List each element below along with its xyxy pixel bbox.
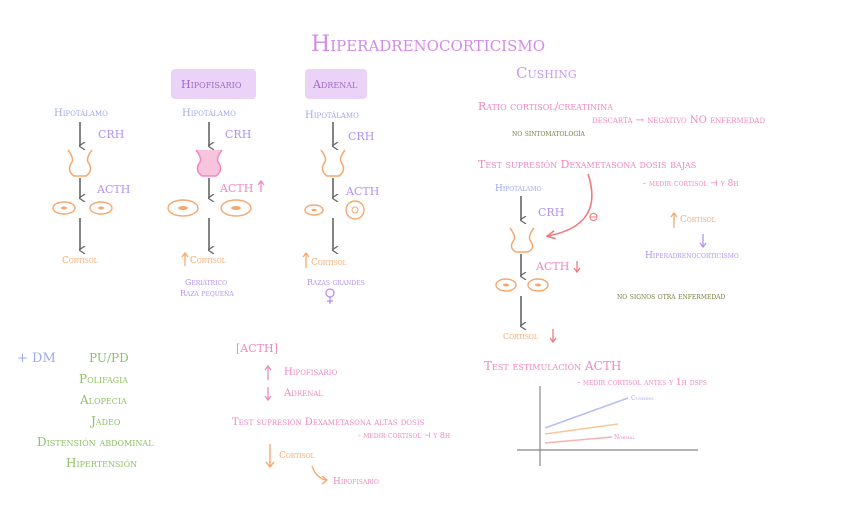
acth-section-heading: [ACTH] bbox=[236, 342, 278, 355]
sign-pu-pd: PU/PD bbox=[89, 351, 129, 365]
female-symbol-icon bbox=[325, 288, 335, 304]
adrenal-pituitary-icon bbox=[320, 149, 346, 177]
acth-stim-test-label: Test estimulación ACTH bbox=[484, 359, 622, 373]
ratio-note-label: no sintomatología bbox=[512, 129, 585, 138]
adrenal-header: Adrenal bbox=[313, 78, 358, 91]
normal-pituitary-icon bbox=[67, 149, 93, 177]
acth-stim-measure-label: - medir cortisol antes y 1h dsps bbox=[577, 378, 707, 388]
normal-crh-label: CRH bbox=[98, 128, 125, 141]
low-dose-measure-label: - medir cortisol ⊣ y 8h bbox=[643, 179, 739, 189]
hipofisario-note-line2: Raza pequeña bbox=[180, 289, 234, 298]
feedback-inhibition-arrow bbox=[548, 173, 593, 236]
page-title: Hiperadrenocorticismo bbox=[311, 32, 546, 57]
dm-label: + DM bbox=[17, 351, 56, 366]
low-dose-pituitary-icon bbox=[509, 227, 535, 253]
hipofisario-cortisol-label: Cortisol bbox=[190, 256, 226, 266]
ratio-result-label: descarta → negativo NO enfermedad bbox=[592, 115, 766, 126]
adrenal-header-box bbox=[305, 69, 367, 99]
adrenal-adrenal-icon bbox=[304, 200, 365, 220]
sign-polifagia: Polifagia bbox=[79, 372, 129, 386]
low-dose-result-disease: Hiperadrenocorticismo bbox=[645, 251, 739, 261]
hipofisario-adrenal-icon bbox=[167, 199, 252, 217]
sign-alopecia: Alopecia bbox=[80, 393, 127, 407]
adrenal-note: Razas grandes bbox=[307, 278, 365, 287]
hipofisario-crh-label: CRH bbox=[225, 128, 252, 141]
low-dose-crh-label: CRH bbox=[538, 206, 565, 219]
hipofisario-header: Hipofisario bbox=[181, 78, 242, 91]
hipofisario-pituitary-icon bbox=[195, 149, 223, 177]
sign-hipertension: Hipertensión bbox=[66, 456, 138, 470]
high-dose-cortisol-label: Cortisol bbox=[279, 451, 315, 461]
small-arrows bbox=[181, 179, 707, 485]
acth-down-label: Adrenal bbox=[284, 388, 324, 399]
adrenal-crh-label: CRH bbox=[348, 130, 375, 143]
ratio-test-label: Ratio cortisol/creatinina bbox=[478, 100, 614, 113]
graph-label-top: Cushing bbox=[631, 395, 654, 402]
high-dose-test-label: Test supresión Dexametasona altas dosis bbox=[232, 417, 425, 428]
adrenal-cortisol-label: Cortisol bbox=[311, 258, 347, 268]
hipofisario-hypothalamus-label: Hipotálamo bbox=[182, 108, 236, 119]
acth-up-label: Hipofisario bbox=[284, 367, 338, 378]
graph-label-bottom: Normal bbox=[614, 434, 636, 441]
graph-line-cushing bbox=[544, 397, 629, 429]
low-dose-result-cortisol: Cortisol bbox=[680, 215, 716, 225]
graph-line-middle bbox=[544, 423, 619, 435]
graph-line-normal bbox=[544, 436, 613, 444]
normal-cortisol-label: Cortisol bbox=[62, 256, 98, 266]
hipofisario-note-line1: Geriátrico bbox=[185, 278, 228, 287]
hipofisario-acth-label: ACTH bbox=[220, 182, 254, 195]
high-dose-result-label: Hipofisario bbox=[333, 477, 379, 487]
hipofisario-header-box bbox=[171, 69, 256, 99]
low-dose-acth-label: ACTH bbox=[536, 260, 570, 273]
normal-hypothalamus-label: Hipotálamo bbox=[54, 108, 108, 119]
sign-distension-abdominal: Distensión abdominal bbox=[37, 435, 154, 449]
sign-jadeo: Jadeo bbox=[91, 414, 121, 428]
adrenal-hypothalamus-label: Hipotálamo bbox=[305, 110, 359, 121]
low-dose-cortisol-label: Cortisol bbox=[503, 332, 538, 341]
normal-acth-label: ACTH bbox=[97, 183, 131, 196]
low-dose-test-label: Test supresión Dexametasona dosis bajas bbox=[478, 158, 697, 171]
low-dose-hypothalamus-label: Hipotálamo bbox=[495, 184, 542, 194]
inhibition-symbol-icon: ⊖ bbox=[588, 210, 599, 225]
no-signs-label: no signos otra enfermedad bbox=[617, 292, 726, 301]
adrenal-acth-label: ACTH bbox=[346, 185, 380, 198]
low-dose-adrenal-icon bbox=[495, 278, 549, 292]
high-dose-measure-label: - medir cortisol ⊣ y 8h bbox=[358, 431, 451, 440]
acth-stim-graph bbox=[517, 386, 698, 466]
cushing-heading: Cushing bbox=[516, 64, 577, 82]
normal-adrenal-icon bbox=[52, 201, 113, 215]
